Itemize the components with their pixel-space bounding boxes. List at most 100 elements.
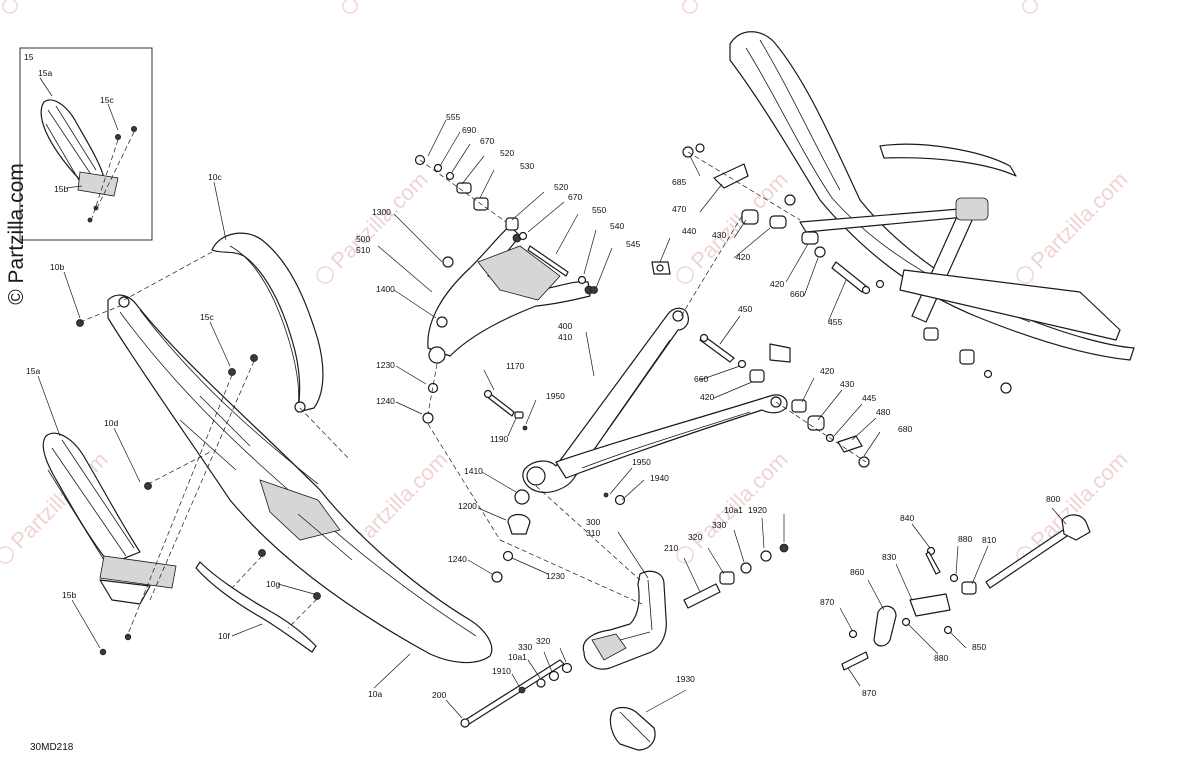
lower-arm-rear-link bbox=[555, 394, 788, 479]
callout-10a1[interactable]: 10a1 bbox=[724, 505, 743, 515]
callout-1930[interactable]: 1930 bbox=[676, 674, 695, 684]
callout-10a1[interactable]: 10a1 bbox=[508, 652, 527, 662]
lower-ball-joint-housing bbox=[526, 466, 546, 486]
callout-530[interactable]: 530 bbox=[520, 161, 534, 171]
ball-joint-1400 bbox=[436, 316, 448, 328]
callout-680[interactable]: 680 bbox=[898, 424, 912, 434]
callout-450[interactable]: 450 bbox=[738, 304, 752, 314]
callout-210[interactable]: 210 bbox=[664, 543, 678, 553]
callout-1940[interactable]: 1940 bbox=[650, 473, 669, 483]
callout-1410[interactable]: 1410 bbox=[464, 466, 483, 476]
ball-joint-boot-1410 bbox=[514, 489, 530, 505]
callout-545[interactable]: 545 bbox=[626, 239, 640, 249]
inset-frame bbox=[19, 47, 153, 241]
callout-1240[interactable]: 1240 bbox=[376, 396, 395, 406]
spindle-300 bbox=[499, 485, 667, 670]
ski-protector-15a bbox=[42, 432, 177, 605]
callout-870[interactable]: 870 bbox=[820, 597, 834, 607]
callout-15c[interactable]: 15c bbox=[100, 95, 114, 105]
callout-830[interactable]: 830 bbox=[882, 552, 896, 562]
callout-690[interactable]: 690 bbox=[462, 125, 476, 135]
callout-310[interactable]: 310 bbox=[586, 528, 600, 538]
callout-15a[interactable]: 15a bbox=[26, 366, 40, 376]
callout-1950[interactable]: 1950 bbox=[546, 391, 565, 401]
callout-420[interactable]: 420 bbox=[736, 252, 750, 262]
callout-520[interactable]: 520 bbox=[500, 148, 514, 158]
callout-685[interactable]: 685 bbox=[672, 177, 686, 187]
callout-660[interactable]: 660 bbox=[790, 289, 804, 299]
callout-470[interactable]: 470 bbox=[672, 204, 686, 214]
callout-1200[interactable]: 1200 bbox=[458, 501, 477, 511]
callout-330[interactable]: 330 bbox=[712, 520, 726, 530]
callout-300[interactable]: 300 bbox=[586, 517, 600, 527]
callout-1920[interactable]: 1920 bbox=[748, 505, 767, 515]
callout-320[interactable]: 320 bbox=[688, 532, 702, 542]
callout-420[interactable]: 420 bbox=[770, 279, 784, 289]
callout-800[interactable]: 800 bbox=[1046, 494, 1060, 504]
callout-1170[interactable]: 1170 bbox=[506, 361, 525, 371]
callout-1240[interactable]: 1240 bbox=[448, 554, 467, 564]
nut-1920 bbox=[779, 543, 789, 553]
callout-320[interactable]: 320 bbox=[536, 636, 550, 646]
screw-15b bbox=[99, 648, 107, 656]
callout-10a[interactable]: 10a bbox=[368, 689, 382, 699]
callout-430[interactable]: 430 bbox=[712, 230, 726, 240]
callout-850[interactable]: 850 bbox=[972, 642, 986, 652]
callout-670[interactable]: 670 bbox=[480, 136, 494, 146]
callout-440[interactable]: 440 bbox=[682, 226, 696, 236]
callout-840[interactable]: 840 bbox=[900, 513, 914, 523]
callout-430[interactable]: 430 bbox=[840, 379, 854, 389]
callout-1950[interactable]: 1950 bbox=[632, 457, 651, 467]
bumper-1930 bbox=[609, 706, 656, 751]
pin-1950 bbox=[603, 492, 609, 498]
nut-1240 bbox=[491, 571, 503, 583]
callout-330[interactable]: 330 bbox=[518, 642, 532, 652]
callout-420[interactable]: 420 bbox=[700, 392, 714, 402]
callout-410[interactable]: 410 bbox=[558, 332, 572, 342]
callout-1400[interactable]: 1400 bbox=[376, 284, 395, 294]
callout-10g[interactable]: 10g bbox=[266, 579, 280, 589]
callout-480[interactable]: 480 bbox=[876, 407, 890, 417]
callout-880[interactable]: 880 bbox=[958, 534, 972, 544]
watermark-text: Partzilla.com bbox=[1026, 167, 1133, 274]
bushing-320 bbox=[719, 571, 735, 585]
bolt-10d bbox=[144, 482, 152, 490]
callout-1190[interactable]: 1190 bbox=[490, 434, 509, 444]
callout-1300[interactable]: 1300 bbox=[372, 207, 391, 217]
callout-15c[interactable]: 15c bbox=[200, 312, 214, 322]
callout-445[interactable]: 445 bbox=[862, 393, 876, 403]
callout-870[interactable]: 870 bbox=[862, 688, 876, 698]
callout-550[interactable]: 550 bbox=[592, 205, 606, 215]
callout-455[interactable]: 455 bbox=[828, 317, 842, 327]
bolt-870 bbox=[848, 629, 858, 639]
callout-555[interactable]: 555 bbox=[446, 112, 460, 122]
callout-500[interactable]: 500 bbox=[356, 234, 370, 244]
inset-nut-15c bbox=[130, 126, 137, 133]
callout-660[interactable]: 660 bbox=[694, 374, 708, 384]
callout-670[interactable]: 670 bbox=[568, 192, 582, 202]
callout-15b[interactable]: 15b bbox=[62, 590, 76, 600]
callout-10f[interactable]: 10f bbox=[218, 631, 230, 641]
callout-10d[interactable]: 10d bbox=[104, 418, 118, 428]
callout-1910[interactable]: 1910 bbox=[492, 666, 511, 676]
watermark-text: Partzilla.com bbox=[326, 167, 433, 274]
callout-15b[interactable]: 15b bbox=[54, 184, 68, 194]
callout-810[interactable]: 810 bbox=[982, 535, 996, 545]
callout-540[interactable]: 540 bbox=[610, 221, 624, 231]
callout-200[interactable]: 200 bbox=[432, 690, 446, 700]
inset-kit-15 bbox=[19, 47, 153, 241]
callout-520[interactable]: 520 bbox=[554, 182, 568, 192]
callout-15[interactable]: 15 bbox=[24, 52, 34, 62]
callout-1230[interactable]: 1230 bbox=[376, 360, 395, 370]
callout-510[interactable]: 510 bbox=[356, 245, 370, 255]
callout-10c[interactable]: 10c bbox=[208, 172, 222, 182]
callout-420[interactable]: 420 bbox=[820, 366, 834, 376]
callout-860[interactable]: 860 bbox=[850, 567, 864, 577]
callout-880[interactable]: 880 bbox=[934, 653, 948, 663]
callout-400[interactable]: 400 bbox=[558, 321, 572, 331]
callout-1230[interactable]: 1230 bbox=[546, 571, 565, 581]
nut-880 bbox=[901, 617, 911, 627]
callout-15a[interactable]: 15a bbox=[38, 68, 52, 78]
callout-10b[interactable]: 10b bbox=[50, 262, 64, 272]
watermark-copyright-icon bbox=[2, 0, 18, 14]
